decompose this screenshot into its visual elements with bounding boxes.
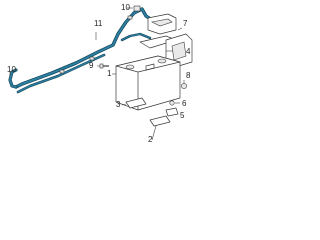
callout-2: 2 — [148, 135, 153, 144]
callout-11: 11 — [94, 19, 103, 28]
callout-12: 10 — [7, 65, 16, 74]
callout-5: 5 — [180, 111, 185, 120]
small-clip — [165, 107, 179, 117]
plug-connector — [127, 5, 141, 12]
spacer-pad — [121, 97, 147, 109]
callout-9: 9 — [89, 61, 94, 70]
battery — [115, 55, 181, 111]
bolt — [97, 63, 109, 69]
callout-7: 7 — [183, 19, 188, 28]
battery-tray — [149, 115, 171, 141]
callout-4: 4 — [186, 47, 191, 56]
battery-cable-exploded-view — [8, 5, 193, 141]
callout-3: 3 — [116, 100, 121, 109]
cable-clip — [89, 56, 95, 61]
battery-bracket — [147, 13, 177, 35]
parts-diagram: 11 10 7 4 9 1 10 8 3 6 5 2 — [0, 0, 200, 147]
callout-8: 8 — [186, 71, 191, 80]
sensor — [169, 100, 180, 106]
cable-clip — [59, 69, 65, 74]
cable-clip — [127, 15, 133, 20]
callout-1: 1 — [107, 69, 112, 78]
callout-10: 10 — [121, 3, 130, 12]
battery-cover — [165, 33, 193, 69]
terminal-cap — [181, 80, 187, 89]
callout-6: 6 — [182, 99, 187, 108]
leader-7 — [177, 27, 183, 31]
